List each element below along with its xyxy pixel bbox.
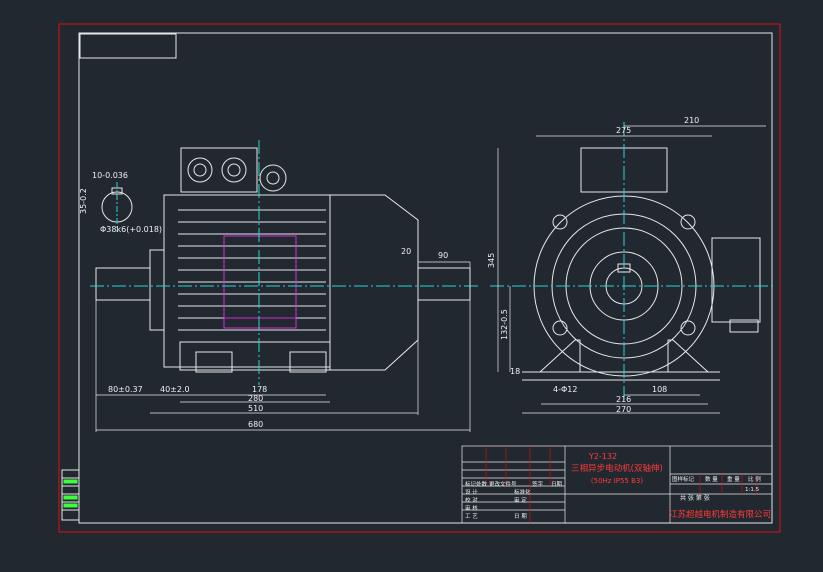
dim-overall-length: 680: [248, 420, 263, 429]
company-name: 江苏超越电机制造有限公司: [669, 509, 771, 520]
dim-shaft-ext-2: 90: [438, 251, 448, 260]
side-view: [90, 140, 480, 385]
role-review: 审 核: [465, 504, 478, 512]
label-sign: 签字: [532, 480, 544, 488]
dim-center-height: 132-0.5: [500, 309, 509, 340]
role-standard: 标准化: [514, 488, 531, 496]
side-view-dimensions: [95, 261, 471, 432]
dim-body-length: 510: [248, 404, 263, 413]
dim-key-depth: 35-0.2: [79, 188, 88, 214]
scale-value: 1:1.5: [745, 487, 760, 493]
role-check: 校 对: [465, 496, 478, 504]
inner-frame: [78, 32, 773, 524]
title-block-grid-accents: [485, 446, 757, 523]
label-scale: 比 例: [748, 475, 761, 483]
dim-right-width: 108: [652, 385, 667, 394]
sheet-count: 共 张 第 张: [680, 494, 710, 502]
dim-shaft-note: Φ38k6(+0.018): [100, 225, 162, 234]
dim-offset: 210: [684, 116, 699, 125]
label-count: 处数: [476, 480, 488, 488]
motor-model: Y2-132: [588, 452, 617, 461]
corner-code-box: [79, 33, 177, 59]
dim-overall-width: 270: [616, 405, 631, 414]
dim-hole-spacing: 178: [252, 385, 267, 394]
role-date: 日 期: [514, 513, 527, 520]
label-change-doc: 更改文件号: [489, 480, 517, 488]
motor-spec: (50Hz IP55 B3): [591, 477, 643, 485]
cooling-fins: [178, 209, 326, 331]
left-margin-strip: [61, 469, 80, 521]
dim-base-a: 80±0.37: [108, 385, 143, 394]
dim-height: 345: [487, 253, 496, 268]
label-date: 日期: [551, 481, 563, 488]
dim-key-width: 10-0.036: [92, 171, 128, 180]
dim-foot-spacing: 216: [616, 395, 631, 404]
label-mark: 标记: [465, 480, 477, 488]
label-quantity: 数 量: [705, 475, 718, 483]
title-block: [461, 445, 773, 524]
role-design: 设 计: [465, 488, 478, 496]
dim-top-width: 275: [616, 126, 631, 135]
outer-frame: [58, 23, 781, 533]
role-process: 工 艺: [465, 513, 478, 520]
end-view-dimensions: [497, 125, 766, 414]
dim-hole: 4-Φ12: [553, 385, 577, 394]
dim-foot-thickness: 18: [510, 367, 520, 376]
label-weight: 重 量: [727, 475, 740, 483]
role-approve: 审 定: [514, 496, 527, 504]
end-view: [490, 122, 775, 400]
dim-foot-length: 280: [248, 394, 263, 403]
motor-name: 三相异步电动机(双轴伸): [571, 463, 663, 474]
label-drawing-mark: 图样标记: [672, 475, 695, 483]
dim-base-b: 40±2.0: [160, 385, 190, 394]
dim-shaft-ext-1: 20: [401, 247, 411, 256]
